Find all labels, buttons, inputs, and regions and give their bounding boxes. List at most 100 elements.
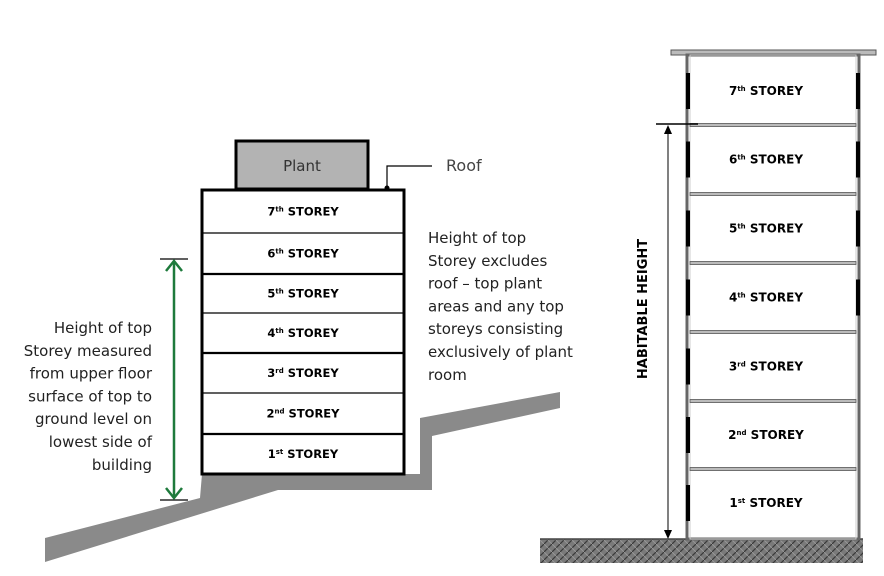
storey-word: STOREY (284, 326, 340, 340)
floor-slab (689, 330, 857, 334)
note-line: roof – top plant (428, 275, 542, 293)
right-storey-2: 2nd STOREY (728, 428, 804, 442)
storey-number: 1 (729, 496, 737, 510)
storey-number: 2 (267, 407, 275, 421)
window-mark-right (856, 210, 860, 247)
storey-word: STOREY (284, 247, 340, 261)
roof-leader-line (386, 165, 432, 188)
note-line: room (428, 366, 467, 384)
habitable-arrow-head-down (664, 530, 672, 539)
right-storey-label: 2nd STOREY (728, 428, 804, 442)
window-mark-right (856, 73, 860, 109)
note-line: building (92, 456, 152, 474)
storey-word: STOREY (283, 447, 339, 461)
storey-number: 3 (729, 360, 737, 374)
plant-label: Plant (283, 157, 321, 175)
roof-label: Roof (446, 156, 482, 175)
left-storey-label: 3rd STOREY (267, 366, 339, 380)
habitable-height-label: HABITABLE HEIGHT (636, 239, 651, 379)
left-storey-3: 3rd STOREY (267, 366, 339, 380)
storey-ordinal-suffix: th (275, 327, 283, 335)
left-storey-4: 4th STOREY (267, 326, 339, 340)
window-mark-left (686, 210, 690, 247)
right-storey-label: 1st STOREY (729, 496, 803, 510)
window-mark-right (856, 141, 860, 178)
window-mark-left (686, 417, 690, 453)
right-storey-label: 3rd STOREY (729, 360, 803, 374)
storey-ordinal-suffix: st (276, 448, 284, 456)
storey-number: 6 (267, 247, 275, 261)
right-storey-1: 1st STOREY (729, 496, 803, 510)
window-mark-right (856, 279, 860, 316)
storey-word: STOREY (284, 287, 340, 301)
right-building-outline (685, 53, 861, 541)
height-measure-arrow (160, 258, 188, 501)
right-storey-7: 7th STOREY (729, 84, 803, 98)
note-line: exclusively of plant (428, 343, 573, 361)
storey-word: STOREY (746, 153, 804, 167)
right-storey-6: 6th STOREY (729, 153, 803, 167)
storey-number: 6 (729, 153, 737, 167)
left-storey-label: 1st STOREY (268, 447, 339, 461)
storey-word: STOREY (746, 84, 804, 98)
storey-number: 1 (268, 447, 276, 461)
storey-word: STOREY (746, 360, 804, 374)
note-line: storeys consisting (428, 320, 563, 338)
storey-ordinal-suffix: th (737, 223, 745, 231)
window-mark-left (686, 279, 690, 316)
storey-ordinal-suffix: nd (275, 408, 285, 416)
left-storey-5: 5th STOREY (267, 287, 339, 301)
note-line: surface of top to (28, 387, 152, 405)
storey-number: 5 (267, 287, 275, 301)
storey-ordinal-suffix: th (275, 288, 283, 296)
note-line: lowest side of (49, 433, 153, 451)
note-line: Storey excludes (428, 252, 548, 270)
right-storey-label: 6th STOREY (729, 153, 803, 167)
floor-slab (689, 261, 857, 265)
left-storey-label: 5th STOREY (267, 287, 339, 301)
note-line: areas and any top (428, 297, 564, 315)
note-line: from upper floor (30, 365, 153, 383)
window-mark-left (686, 348, 690, 385)
right-storey-label: 5th STOREY (729, 222, 803, 236)
storey-number: 3 (267, 366, 275, 380)
note-line: Storey measured (24, 342, 152, 360)
note-line: Height of top (428, 229, 526, 247)
right-ground-hatched (540, 539, 863, 563)
sloped-ground (45, 392, 560, 562)
storey-word: STOREY (746, 222, 804, 236)
floor-slab (689, 123, 857, 127)
storey-ordinal-suffix: th (737, 154, 745, 162)
window-mark-left (686, 485, 690, 521)
window-mark-left (686, 73, 690, 109)
storey-word: STOREY (747, 428, 805, 442)
storey-number: 2 (728, 428, 736, 442)
left-storey-label: 2nd STOREY (267, 407, 341, 421)
storey-word: STOREY (284, 366, 340, 380)
left-storey-7: 7th STOREY (267, 205, 339, 219)
note-line: ground level on (35, 410, 152, 428)
left-storey-6: 6th STOREY (267, 247, 339, 261)
storey-number: 7 (729, 84, 737, 98)
storey-ordinal-suffix: nd (737, 429, 747, 437)
floor-slab (689, 399, 857, 403)
left-storey-label: 6th STOREY (267, 247, 339, 261)
storey-number: 7 (267, 205, 275, 219)
storey-word: STOREY (285, 407, 341, 421)
storey-number: 5 (729, 222, 737, 236)
window-mark-left (686, 141, 690, 178)
storey-number: 4 (729, 291, 737, 305)
left-storey-label: 7th STOREY (267, 205, 339, 219)
habitable-arrow-head-up (664, 125, 672, 134)
left-storey-2: 2nd STOREY (267, 407, 341, 421)
right-storey-5: 5th STOREY (729, 222, 803, 236)
storey-number: 4 (267, 326, 275, 340)
storey-ordinal-suffix: rd (737, 361, 745, 369)
right-storey-3: 3rd STOREY (729, 360, 803, 374)
